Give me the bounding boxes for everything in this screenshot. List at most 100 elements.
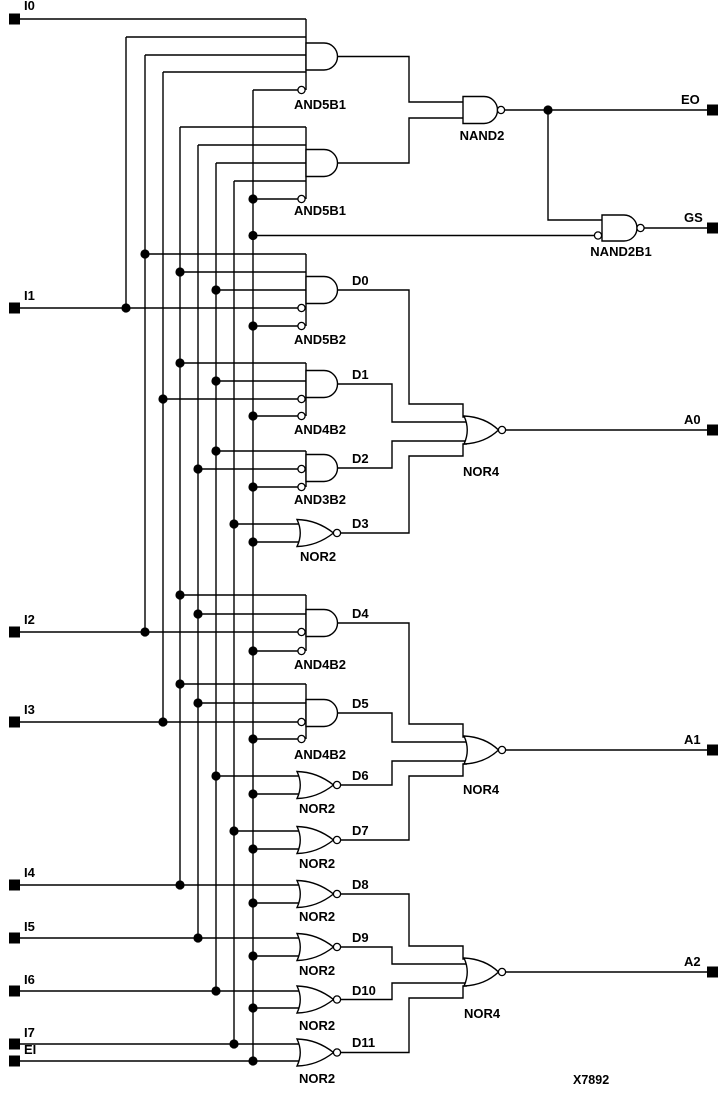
wire [338, 289, 467, 418]
junction-dot [175, 679, 185, 689]
pin-label-i4: I4 [24, 865, 36, 880]
gate-label-nor2: NOR2 [299, 1018, 335, 1033]
junction-dot [248, 321, 258, 331]
wire [338, 440, 467, 469]
gate-nor2-body [295, 985, 335, 1014]
inverter-bubble-output [497, 745, 507, 755]
pin-label-a2: A2 [684, 954, 701, 969]
inverter-bubble-output [332, 889, 342, 899]
net-label-d10: D10 [352, 983, 376, 998]
pin-label-a0: A0 [684, 412, 701, 427]
inverter-bubble-input [297, 482, 306, 492]
wire [338, 55, 463, 103]
inverter-bubble-output [636, 223, 645, 233]
junction-dot [211, 446, 221, 456]
gate-nor2-body [295, 825, 335, 855]
wire [340, 893, 467, 960]
inverter-bubble-input [297, 194, 306, 204]
gate-nor2-body [295, 770, 335, 800]
pad-i0 [9, 13, 20, 25]
gate-and5b1-body [305, 148, 339, 178]
inverter-bubble-output [497, 967, 507, 977]
junction-dot [211, 285, 221, 295]
gate-nor2-body [295, 932, 335, 962]
inverter-bubble-output [332, 1048, 342, 1057]
gate-label-nor2: NOR2 [299, 963, 335, 978]
gate-label-and3b2: AND3B2 [294, 492, 346, 507]
junction-dot [229, 826, 239, 836]
inverter-bubble-input [297, 303, 306, 313]
net-label-d5: D5 [352, 696, 369, 711]
gate-label-nor2: NOR2 [299, 801, 335, 816]
pin-label-ei: EI [24, 1042, 36, 1057]
net-label-d8: D8 [352, 877, 369, 892]
wire [338, 712, 467, 743]
gate-label-and4b2: AND4B2 [294, 657, 346, 672]
junction-dot [211, 986, 221, 996]
gate-label-and5b1: AND5B1 [294, 97, 346, 112]
wire [338, 117, 463, 164]
gate-label-nor4: NOR4 [463, 464, 500, 479]
wire [340, 760, 467, 786]
junction-dot [543, 105, 553, 115]
gate-label-nor4: NOR4 [463, 782, 500, 797]
junction-dot [248, 482, 258, 492]
pin-label-eo: EO [681, 92, 700, 107]
junction-dot [193, 464, 203, 474]
inverter-bubble-output [496, 105, 506, 115]
junction-dot [175, 880, 185, 890]
figure-caption: X7892 [573, 1073, 609, 1087]
gate-label-and5b2: AND5B2 [294, 332, 346, 347]
junction-dot [248, 230, 258, 241]
inverter-bubble-input [297, 394, 306, 404]
gate-label-nor2: NOR2 [299, 1071, 335, 1086]
junction-dot [193, 609, 203, 619]
wire [338, 383, 467, 423]
pad-i7 [9, 1038, 20, 1050]
net-label-d0: D0 [352, 273, 369, 288]
junction-dot [175, 267, 185, 277]
pad-i5 [9, 932, 20, 944]
inverter-bubble-input [297, 321, 306, 331]
wire [340, 982, 467, 1001]
inverter-bubble-output [332, 942, 342, 952]
gate-and4b2-body [305, 698, 339, 728]
pin-label-gs: GS [684, 210, 703, 225]
pin-label-a1: A1 [684, 732, 701, 747]
junction-dot [211, 771, 221, 781]
gate-label-nor2: NOR2 [299, 909, 335, 924]
junction-dot [175, 590, 185, 600]
inverter-bubble-output [497, 425, 507, 435]
inverter-bubble-output [332, 995, 342, 1004]
junction-dot [140, 627, 150, 637]
gate-label-nor4: NOR4 [464, 1006, 501, 1021]
gate-label-and4b2: AND4B2 [294, 747, 346, 762]
gate-nor4-body [462, 415, 500, 445]
pin-label-i5: I5 [24, 919, 35, 934]
gate-nor2-body [295, 518, 335, 548]
junction-dot [248, 951, 258, 961]
junction-dot [248, 1003, 258, 1013]
pad-ei [9, 1055, 20, 1067]
junction-dot [248, 844, 258, 854]
pad-i3 [9, 716, 20, 728]
gate-and4b2-body [305, 369, 339, 399]
wire [340, 946, 467, 965]
junction-dot [248, 411, 258, 421]
inverter-bubble-input [297, 627, 306, 637]
inverter-bubble-input [297, 464, 306, 474]
junction-dot [175, 358, 185, 368]
pad-i1 [9, 302, 20, 314]
junction-dot [193, 698, 203, 708]
gate-nor4-body [462, 735, 500, 765]
gate-nor2-body [295, 879, 335, 909]
pad-i2 [9, 626, 20, 638]
net-label-d7: D7 [352, 823, 369, 838]
junction-dot [158, 394, 168, 404]
junction-dot [193, 933, 203, 943]
junction-dot [229, 1039, 239, 1049]
gate-nor4-body [462, 957, 500, 987]
net-label-d11: D11 [352, 1035, 375, 1050]
pin-label-i7: I7 [24, 1025, 35, 1040]
